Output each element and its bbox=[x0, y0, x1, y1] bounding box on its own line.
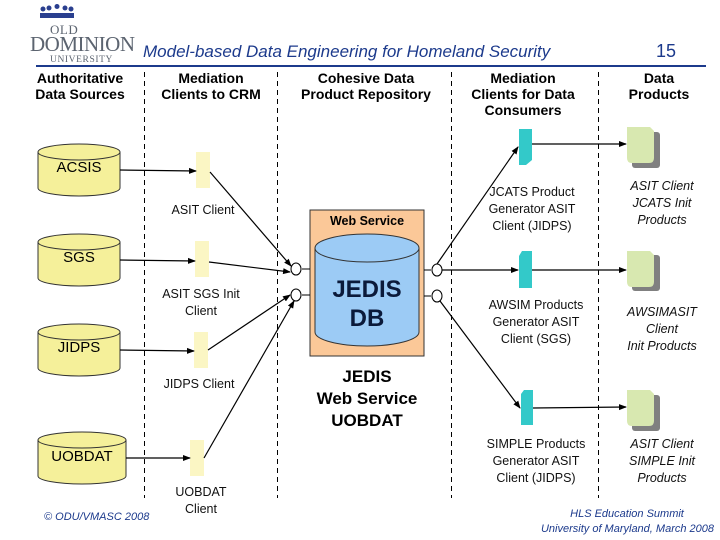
consumer-client-jcats bbox=[519, 129, 532, 165]
product-simple-init bbox=[627, 390, 660, 431]
source-label-sgs: SGS bbox=[63, 249, 95, 266]
event-footer: HLS Education Summit University of Maryl… bbox=[540, 508, 714, 535]
port-right-upper bbox=[431, 263, 443, 277]
crm-client-label-jidps: JIDPS Client bbox=[163, 377, 235, 391]
jedis-db bbox=[314, 233, 420, 347]
source-label-uobdat: UOBDAT bbox=[51, 448, 113, 465]
arrow-asit-sgs-client-to-port bbox=[208, 261, 291, 275]
port-right-lower bbox=[431, 289, 443, 303]
source-label-jidps: JIDPS bbox=[57, 339, 101, 356]
odu-logo: OLD DOMINION UNIVERSITY bbox=[22, 4, 135, 66]
crm-client-jidps bbox=[194, 332, 208, 368]
crm-client-asit-sgs-init bbox=[195, 241, 209, 277]
product-jcats-init bbox=[627, 127, 660, 168]
port-left-lower bbox=[290, 288, 302, 302]
arrow-jidps-to-client bbox=[119, 347, 195, 354]
crown-icon bbox=[40, 4, 74, 18]
copyright-notice: © ODU/VMASC 2008 bbox=[44, 511, 150, 523]
source-db-sgs bbox=[37, 233, 121, 287]
logo-line-old: OLD bbox=[50, 22, 79, 37]
consumer-client-awsim bbox=[519, 251, 532, 288]
logo-line-dominion: DOMINION bbox=[30, 32, 135, 56]
title-rule bbox=[36, 65, 706, 67]
crm-client-label-asit: ASIT Client bbox=[171, 203, 235, 217]
slide-number: 15 bbox=[656, 41, 677, 61]
arrow-port-to-jcats bbox=[436, 146, 519, 265]
source-label-acsis: ACSIS bbox=[56, 159, 102, 176]
arrow-acsis-to-client bbox=[119, 167, 197, 174]
product-awsim-init bbox=[627, 251, 660, 291]
arrow-uobdat-client-to-port bbox=[203, 300, 295, 459]
source-db-acsis bbox=[37, 143, 121, 197]
source-db-jidps bbox=[37, 323, 121, 377]
arrow-port-to-simple bbox=[439, 300, 521, 409]
arrow-sgs-to-client bbox=[119, 257, 196, 264]
crm-client-uobdat bbox=[190, 440, 204, 476]
crm-client-asit bbox=[196, 152, 210, 188]
source-db-uobdat bbox=[37, 431, 127, 485]
arrow-simple-to-product bbox=[532, 404, 627, 411]
web-service-label: Web Service bbox=[329, 214, 405, 228]
logo-line-university: UNIVERSITY bbox=[50, 55, 113, 65]
arrow-asit-client-to-port bbox=[209, 171, 292, 267]
arrow-jidps-client-to-port bbox=[207, 294, 291, 351]
slide-title: Model-based Data Engineering for Homelan… bbox=[143, 42, 551, 61]
port-left-upper bbox=[290, 262, 302, 276]
consumer-client-simple bbox=[521, 390, 533, 425]
